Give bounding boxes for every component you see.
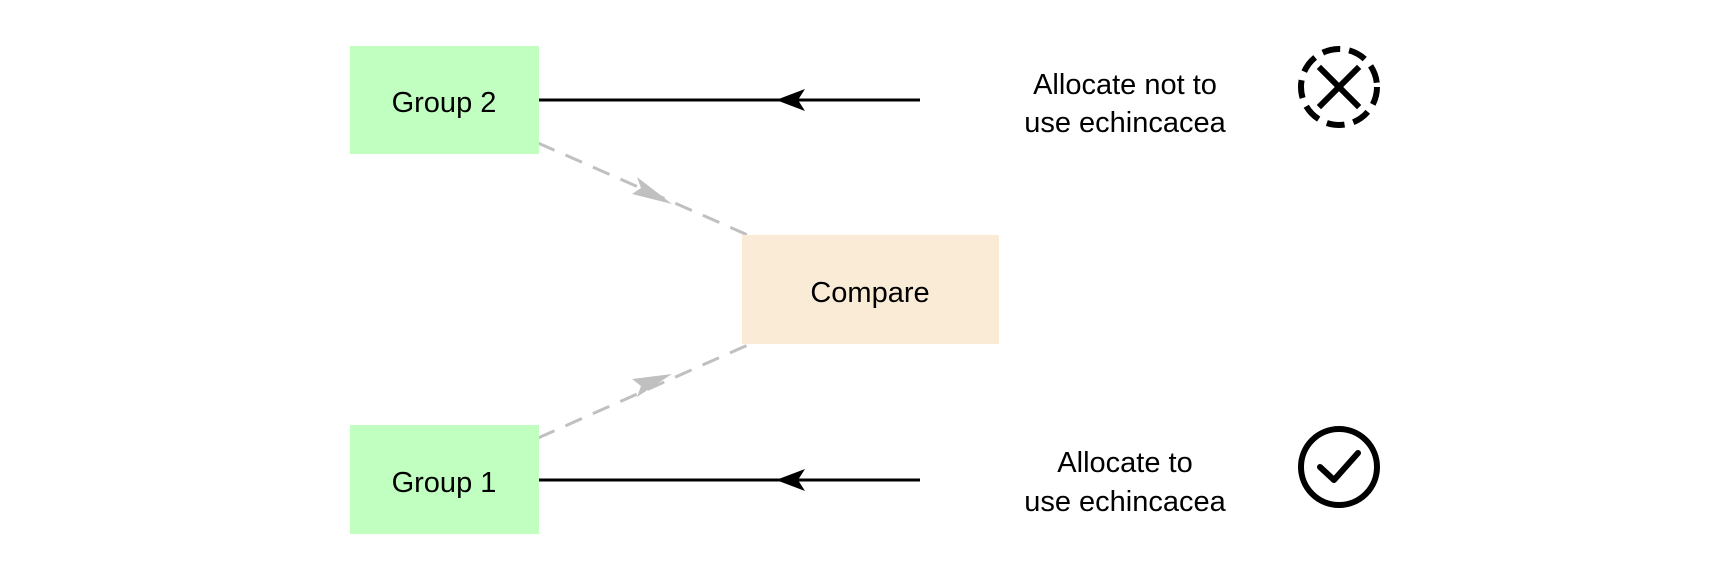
solid-arrowhead-icon xyxy=(776,469,805,491)
group2-node: Group 2 xyxy=(350,46,539,154)
dashed-circle-x-icon xyxy=(1298,46,1380,128)
group1-box xyxy=(350,425,539,534)
allocation-use-line2: use echincacea xyxy=(1024,486,1226,518)
group1-node: Group 1 xyxy=(350,425,539,534)
allocation-not-use-line2: use echincacea xyxy=(1024,107,1226,139)
solid-arrow-to-group2 xyxy=(538,89,920,111)
dashed-arrowhead-icon xyxy=(632,374,672,397)
allocation-not-use-line1: Allocate not to xyxy=(1033,69,1217,101)
dashed-connector-group2-compare xyxy=(537,141,751,238)
compare-label: Compare xyxy=(810,277,929,309)
circle-check-icon xyxy=(1298,426,1380,508)
dashed-connector-group1-compare xyxy=(537,342,751,440)
allocation-not-use: Allocate not to use echincacea xyxy=(1024,69,1226,139)
compare-box xyxy=(742,235,999,344)
allocation-use-line1: Allocate to xyxy=(1057,447,1192,479)
solid-arrowhead-icon xyxy=(776,89,805,111)
dashed-arrowhead-icon xyxy=(632,177,672,204)
allocation-use: Allocate to use echincacea xyxy=(1024,447,1226,518)
group1-label: Group 1 xyxy=(392,467,497,499)
group2-label: Group 2 xyxy=(392,87,497,119)
solid-arrow-to-group1 xyxy=(538,469,920,491)
compare-node: Compare xyxy=(742,235,999,344)
group2-box xyxy=(350,46,539,154)
